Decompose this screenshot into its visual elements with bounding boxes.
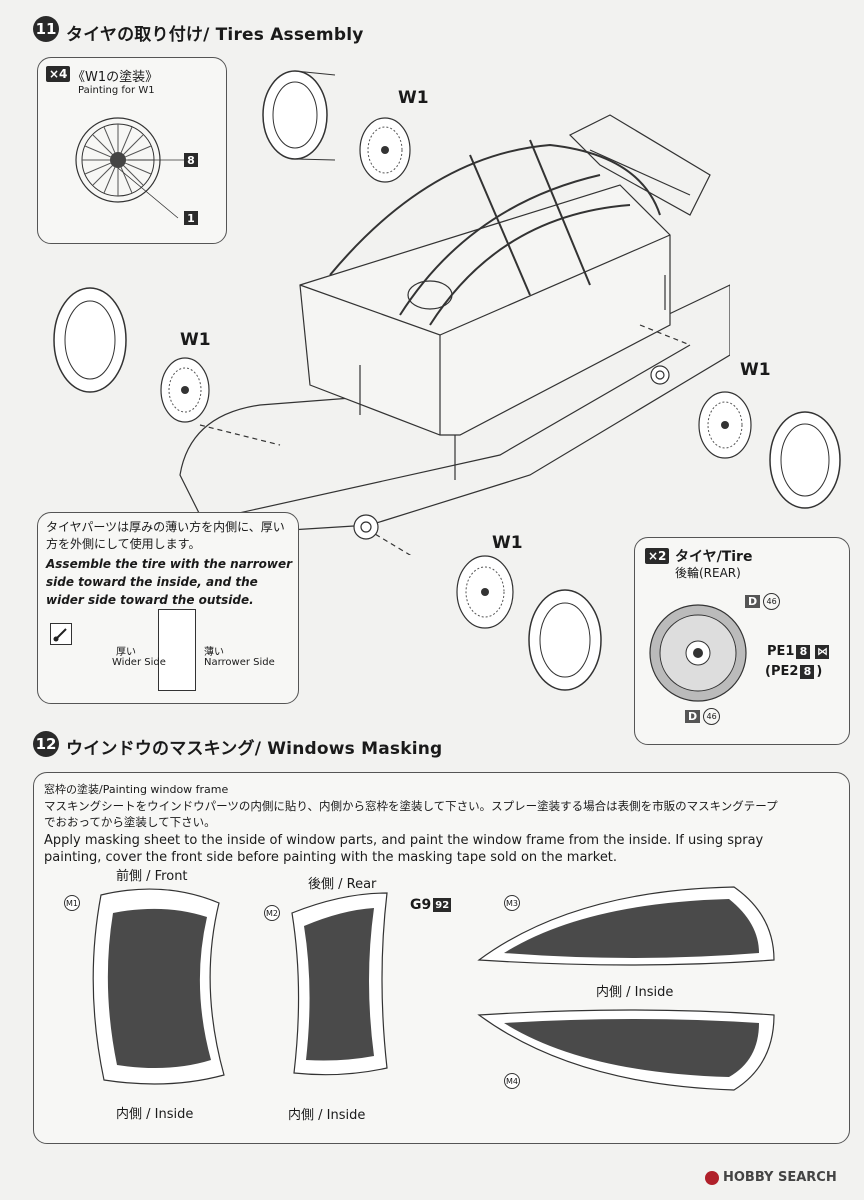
front-label: 前側 / Front (116, 869, 188, 884)
tire-cross-section (158, 609, 196, 691)
instr-jp-1: マスキングシートをウインドウパーツの内側に貼り、内側から窓枠を塗装して下さい。ス… (44, 799, 778, 813)
watermark-text: HOBBY SEARCH (723, 1170, 837, 1185)
step-11-title: タイヤの取り付け/ Tires Assembly (66, 25, 364, 45)
tire-bottom-illustration (456, 555, 602, 691)
tire-top-illustration (262, 70, 411, 183)
step-12-badge: 12 (33, 731, 59, 757)
m2-window-mask (291, 892, 388, 1076)
tire-box-title: タイヤ/Tire (675, 549, 753, 565)
decal-letter: D (685, 710, 701, 723)
rear-label: 後側 / Rear (308, 877, 377, 892)
narrower-en: Narrower Side (204, 657, 275, 668)
pe2-close: ) (816, 664, 823, 679)
m4-window-mask (477, 1009, 775, 1091)
pe1-label: PE1 8 ⋈ (767, 644, 830, 659)
paint-box-subtitle: Painting for W1 (78, 85, 155, 96)
inside-label-m1: 内側 / Inside (116, 1107, 194, 1122)
part-8-badge: 8 (184, 153, 198, 167)
wheel-rim-illustration (75, 117, 186, 219)
part-1-badge: 1 (184, 211, 198, 225)
m3-window-mask (477, 886, 775, 966)
bracket-icon: ⋈ (815, 644, 830, 659)
instr-jp-2: でおおってから塗装して下さい。 (44, 815, 216, 829)
qty-badge: ×4 (46, 66, 71, 82)
pe1-num: 8 (796, 644, 811, 659)
pe1-text: PE1 (767, 644, 795, 659)
pe2-text: (PE2 (765, 664, 799, 679)
instr-en-1: Apply masking sheet to the inside of win… (44, 833, 764, 848)
watermark: HOBBY SEARCH (705, 1170, 837, 1185)
wheel-label-bottom: W1 (492, 533, 523, 553)
pe2-label: (PE2 8 ) (765, 664, 822, 679)
g9-num: 92 (433, 898, 452, 912)
decal-number: 46 (763, 593, 781, 610)
tire-right-illustration (698, 391, 841, 509)
narrower-jp: 薄い (204, 647, 224, 658)
m1-marker: M1 (64, 895, 80, 911)
g9-text: G9 (410, 897, 432, 913)
decal-d46-top: D 46 (745, 593, 781, 610)
m2-marker: M2 (264, 905, 280, 921)
note-en: Assemble the tire with the narrower side… (46, 557, 293, 607)
inside-label-m3: 内側 / Inside (596, 985, 674, 1000)
hobby-search-logo-icon (705, 1170, 719, 1185)
qty-badge-x2: ×2 (645, 548, 670, 564)
decal-d46-bottom: D 46 (685, 708, 721, 725)
wheel-label-top: W1 (398, 88, 429, 108)
rear-wheel-decal-illustration (649, 604, 747, 702)
step-12-title: ウインドウのマスキング/ Windows Masking (66, 739, 443, 759)
wheel-label-left: W1 (180, 330, 211, 350)
tire-left-illustration (53, 287, 210, 423)
inside-label-m2: 内側 / Inside (288, 1108, 366, 1123)
m1-window-mask (92, 888, 225, 1085)
paint-w1-box: ×4 《W1の塗装》 Painting for W1 8 1 (37, 57, 227, 244)
section-jp: 窓枠の塗装 (44, 783, 99, 796)
wider-en: Wider Side (112, 657, 166, 668)
section-en: /Painting window frame (99, 783, 229, 796)
wider-jp: 厚い (116, 647, 136, 658)
decal-number: 46 (703, 708, 721, 725)
rear-tire-box: ×2 タイヤ/Tire 後輪(REAR) D 46 PE1 8 ⋈ (PE2 8… (634, 537, 850, 745)
m4-marker: M4 (504, 1073, 520, 1089)
brush-icon (50, 623, 72, 645)
paint-box-title: 《W1の塗装》 (72, 70, 159, 85)
tire-orientation-note: タイヤパーツは厚みの薄い方を内側に、厚い方を外側にして使用します。 Assemb… (37, 512, 299, 704)
wheel-label-right: W1 (740, 360, 771, 380)
instr-en-2: painting, cover the front side before pa… (44, 850, 618, 865)
window-masking-box: 窓枠の塗装/Painting window frame マスキングシートをウイン… (33, 772, 850, 1144)
decal-letter: D (745, 595, 761, 608)
note-jp: タイヤパーツは厚みの薄い方を内側に、厚い方を外側にして使用します。 (46, 520, 285, 551)
m3-marker: M3 (504, 895, 520, 911)
section-heading: 窓枠の塗装/Painting window frame (44, 781, 228, 797)
g9-label: G9 92 (410, 897, 452, 913)
pe2-num: 8 (800, 664, 815, 679)
step-11-badge: 11 (33, 16, 59, 42)
step-number: 12 (35, 735, 57, 753)
tire-box-subtitle: 後輪(REAR) (675, 566, 741, 580)
step-number: 11 (35, 20, 57, 38)
car-chassis-illustration (179, 114, 730, 555)
